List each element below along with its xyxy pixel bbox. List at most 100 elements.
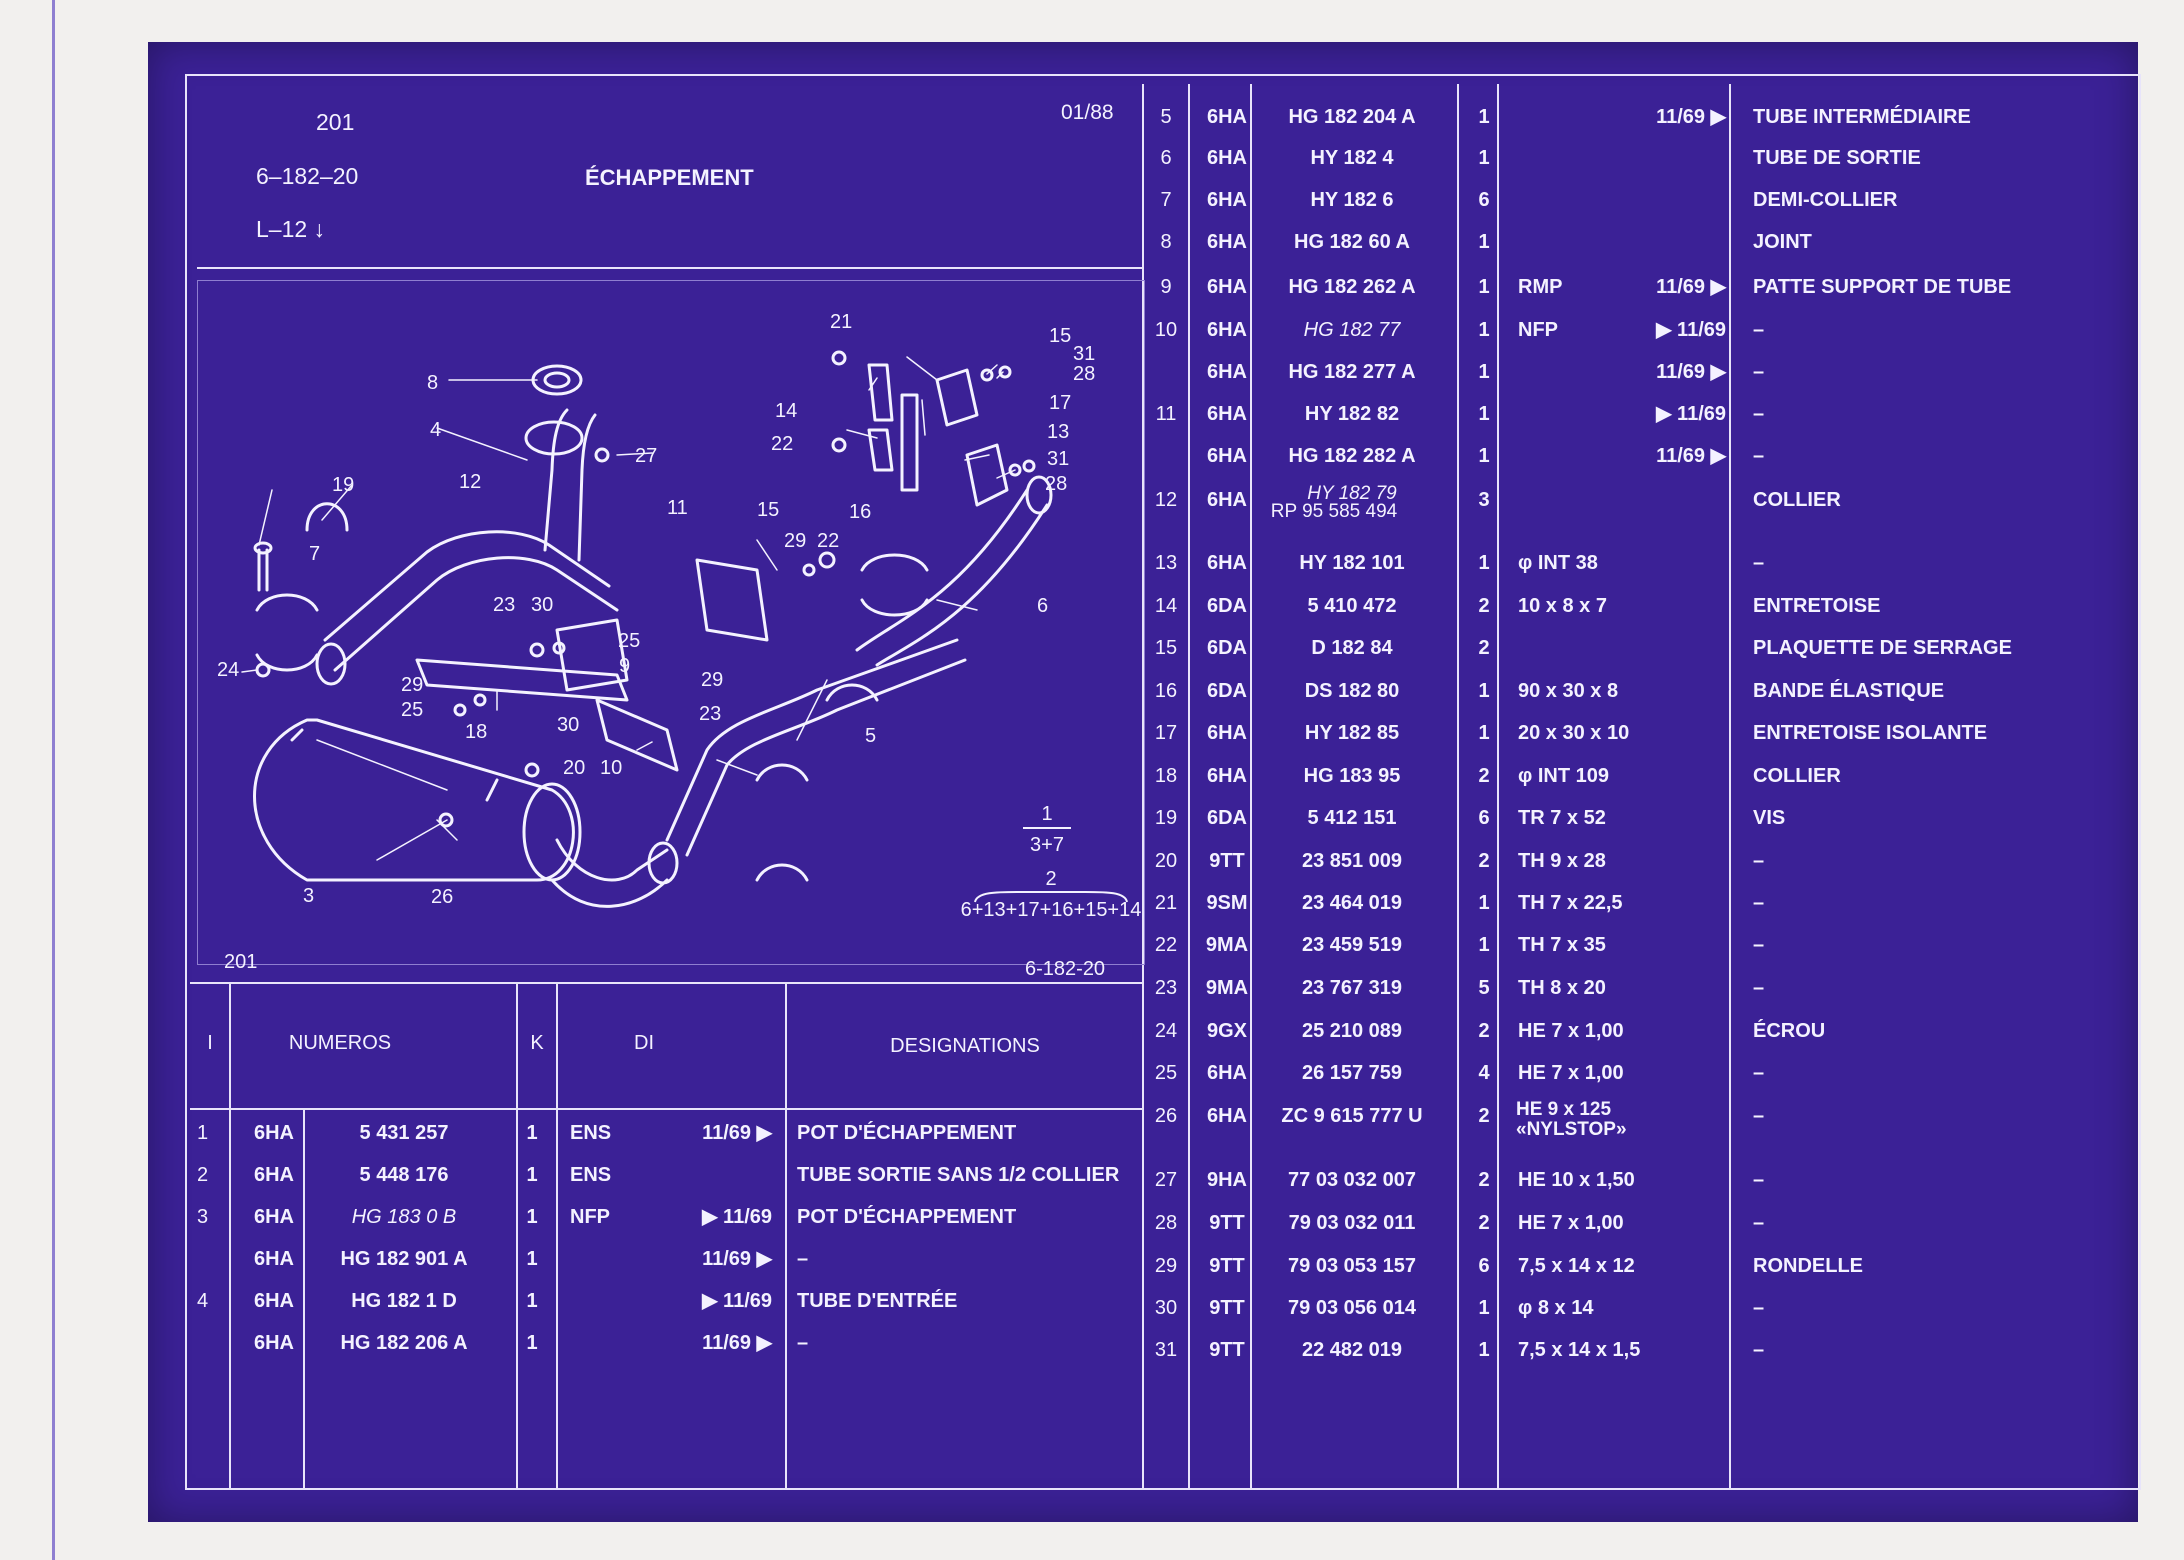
row-quantity: 6 (1478, 189, 1490, 211)
row-designation: PATTE SUPPORT DE TUBE (1753, 276, 2012, 298)
right-col-line-2 (1250, 84, 1252, 1488)
leader-lines (241, 356, 1016, 861)
callout-label: 18 (465, 721, 487, 743)
row-index: 18 (1154, 765, 1178, 787)
tail-pipe-end (1025, 475, 1053, 515)
callout-label: 5 (865, 725, 876, 747)
sheet-frame (185, 74, 2141, 1490)
nut-26 (438, 812, 454, 828)
row-code: 9HA (1206, 1169, 1248, 1191)
lower-col-line-5 (785, 983, 787, 1488)
row-part-number: 25 210 089 (1301, 1020, 1403, 1042)
row-index: 29 (1154, 1255, 1178, 1277)
washer-30 (552, 641, 566, 655)
row-quantity: 1 (1478, 680, 1490, 702)
row-index: 25 (1154, 1062, 1178, 1084)
right-col-line-3 (1457, 84, 1459, 1488)
row-index: 11 (1155, 403, 1177, 425)
downpipe (543, 408, 597, 562)
row-quantity: 1 (1478, 1297, 1490, 1319)
row-quantity: 1 (1478, 276, 1490, 298)
row-quantity: 1 (1478, 934, 1490, 956)
row-code: 6HA (1206, 276, 1248, 298)
callout-label: 4 (430, 419, 441, 441)
nut-28 (998, 365, 1012, 379)
row-quantity: 2 (1478, 765, 1490, 787)
row-di: HE 9 x 125 (1516, 1099, 1612, 1120)
row-part-number: HG 182 901 A (340, 1248, 468, 1270)
row-part-number: 79 03 053 157 (1288, 1255, 1416, 1277)
row-code: 9TT (1209, 1297, 1245, 1319)
washer-29a (473, 693, 487, 707)
row-code: 6HA (253, 1248, 295, 1270)
row-index: 28 (1154, 1212, 1178, 1234)
callout-label: 6 (1037, 595, 1048, 617)
callout-label: 28 (1045, 473, 1067, 495)
row-part-number: 23 767 319 (1301, 977, 1403, 999)
callout-label: 23 (699, 703, 721, 725)
callout-label: 20 (563, 757, 585, 779)
nut-27 (594, 447, 610, 463)
row-code: 9TT (1209, 1255, 1245, 1277)
row-part-number: HY 182 6 (1310, 189, 1394, 211)
row-part-number: D 182 84 (1311, 637, 1393, 659)
washer-25a (453, 703, 467, 717)
callout-label: 22 (817, 530, 839, 552)
right-col-line-5 (1729, 84, 1731, 1488)
row-date: 11/69 ▶ (702, 1332, 772, 1354)
row-part-number: 5 410 472 (1307, 595, 1397, 617)
row-designation: ÉCROU (1753, 1020, 1826, 1042)
col-header-index: I (207, 1032, 213, 1054)
row-code: 6DA (1206, 637, 1248, 659)
row-di: HE 7 x 1,00 (1518, 1062, 1624, 1084)
row-date: 11/69 ▶ (1656, 445, 1726, 467)
row-designation: TUBE DE SORTIE (1753, 147, 1921, 169)
nut-31b (1008, 463, 1022, 477)
row-designation: TUBE INTERMÉDIAIRE (1753, 106, 1971, 128)
row-designation: – (797, 1248, 809, 1270)
row-quantity: 2 (1478, 1020, 1490, 1042)
bracket-9 (415, 658, 629, 702)
row-di: TH 7 x 35 (1518, 934, 1606, 956)
row-di: HE 10 x 1,50 (1518, 1169, 1635, 1191)
row-part-number: 79 03 032 011 (1288, 1212, 1416, 1234)
callout-label: 12 (459, 471, 481, 493)
bracket-plate (555, 618, 629, 692)
row-code: 6HA (1206, 445, 1248, 467)
bolt-22b (831, 437, 847, 453)
row-designation: – (1753, 361, 1765, 383)
callout-label: 30 (531, 594, 553, 616)
clamp-12 (305, 502, 349, 532)
bolt-22 (818, 551, 836, 569)
row-designation: POT D'ÉCHAPPEMENT (797, 1206, 1017, 1228)
row-index: 8 (1160, 231, 1172, 253)
group-brace (974, 891, 1128, 903)
right-col-line-1 (1188, 84, 1190, 1488)
callout-label: 24 (217, 659, 239, 681)
row-index: 15 (1154, 637, 1178, 659)
col-header-numeros: NUMEROS (288, 1032, 392, 1054)
row-index: 4 (197, 1290, 209, 1312)
row-designation: – (1753, 1339, 1765, 1361)
row-di-note: «NYLSTOP» (1516, 1119, 1627, 1140)
hanger-plate-bottom (867, 428, 894, 472)
row-code: 9TT (1209, 1339, 1245, 1361)
row-index: 3 (197, 1206, 209, 1228)
row-code: 6HA (1206, 189, 1248, 211)
divider-header-bottom (197, 267, 1143, 269)
joint-ring (531, 364, 583, 396)
row-designation: TUBE D'ENTRÉE (797, 1290, 958, 1312)
row-part-number: HG 182 77 (1303, 319, 1401, 341)
row-index: 5 (1160, 106, 1172, 128)
half-collar-7a (255, 593, 319, 612)
row-part-number-alt: RP 95 585 494 (1270, 501, 1398, 522)
row-quantity: 1 (1478, 552, 1490, 574)
row-quantity: 1 (1478, 361, 1490, 383)
row-quantity: 1 (1478, 403, 1490, 425)
right-col-line-4 (1497, 84, 1499, 1488)
inlet-pipe-end (315, 642, 347, 686)
row-part-number: 23 459 519 (1301, 934, 1403, 956)
callout-label: 28 (1073, 363, 1095, 385)
row-part-number: HG 183 0 B (351, 1206, 457, 1228)
bracket-10 (595, 698, 679, 772)
